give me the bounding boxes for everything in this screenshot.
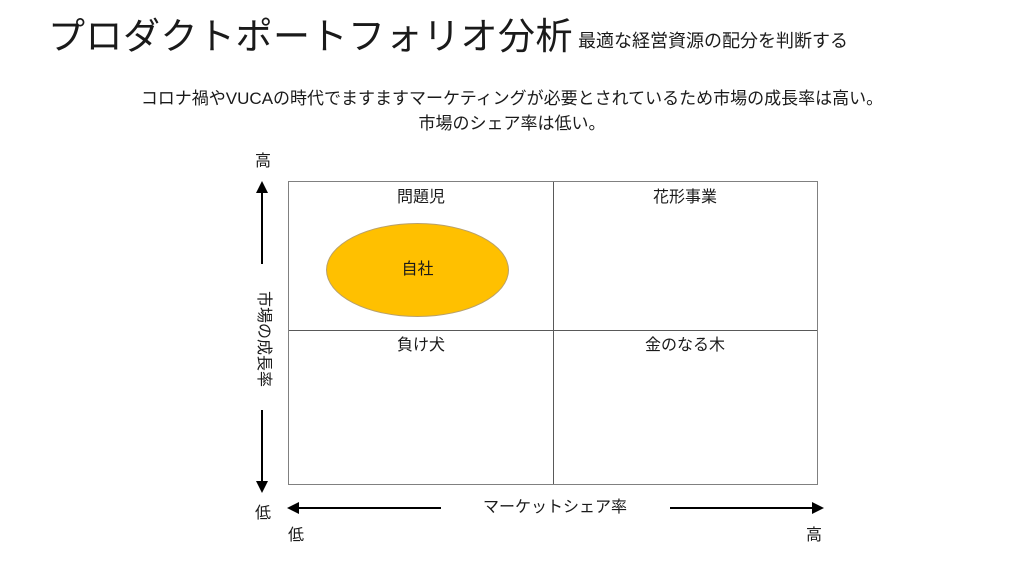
quadrant-label-star: 花形事業 bbox=[652, 189, 717, 206]
x-axis-title: マーケットシェア率 bbox=[482, 499, 627, 516]
quadrant-label-dog: 負け犬 bbox=[396, 336, 445, 354]
company-bubble-label: 自社 bbox=[401, 261, 434, 278]
ppm-matrix: 問題児 自社 花形事業 負け犬 金のなる木 bbox=[288, 181, 818, 485]
quadrant-problem-child[interactable]: 問題児 自社 bbox=[289, 182, 553, 330]
description-block: コロナ禍やVUCAの時代でますますマーケティングが必要とされているため市場の成長… bbox=[62, 86, 962, 136]
arrow-down-icon bbox=[256, 410, 268, 493]
quadrant-label-problem-child: 問題児 bbox=[396, 189, 445, 206]
page-subtitle: 最適な経営資源の配分を判断する bbox=[578, 31, 848, 51]
matrix-horizontal-divider bbox=[289, 329, 817, 331]
x-axis-low-label: 低 bbox=[288, 527, 305, 544]
arrow-up-icon bbox=[256, 181, 268, 264]
quadrant-label-cash-cow: 金のなる木 bbox=[644, 336, 725, 354]
description-line-1: コロナ禍やVUCAの時代でますますマーケティングが必要とされているため市場の成長… bbox=[140, 89, 884, 108]
description-line-2: 市場のシェア率は低い。 bbox=[418, 114, 606, 133]
arrow-right-icon bbox=[670, 502, 824, 514]
y-axis-low-label: 低 bbox=[254, 505, 271, 522]
quadrant-dog[interactable]: 負け犬 bbox=[289, 330, 553, 484]
y-axis: 高 市場の成長率 低 bbox=[244, 152, 282, 526]
y-axis-title: 市場の成長率 bbox=[255, 290, 272, 388]
quadrant-cash-cow[interactable]: 金のなる木 bbox=[553, 330, 817, 484]
company-bubble[interactable]: 自社 bbox=[326, 223, 509, 317]
page-title: プロダクトポートフォリオ分析 bbox=[48, 16, 573, 57]
y-axis-high-label: 高 bbox=[254, 153, 271, 170]
arrow-left-icon bbox=[287, 502, 441, 514]
x-axis: マーケットシェア率 低 高 bbox=[287, 494, 824, 554]
matrix-vertical-divider bbox=[553, 182, 554, 484]
x-axis-high-label: 高 bbox=[805, 527, 822, 544]
quadrant-star[interactable]: 花形事業 bbox=[553, 182, 817, 330]
